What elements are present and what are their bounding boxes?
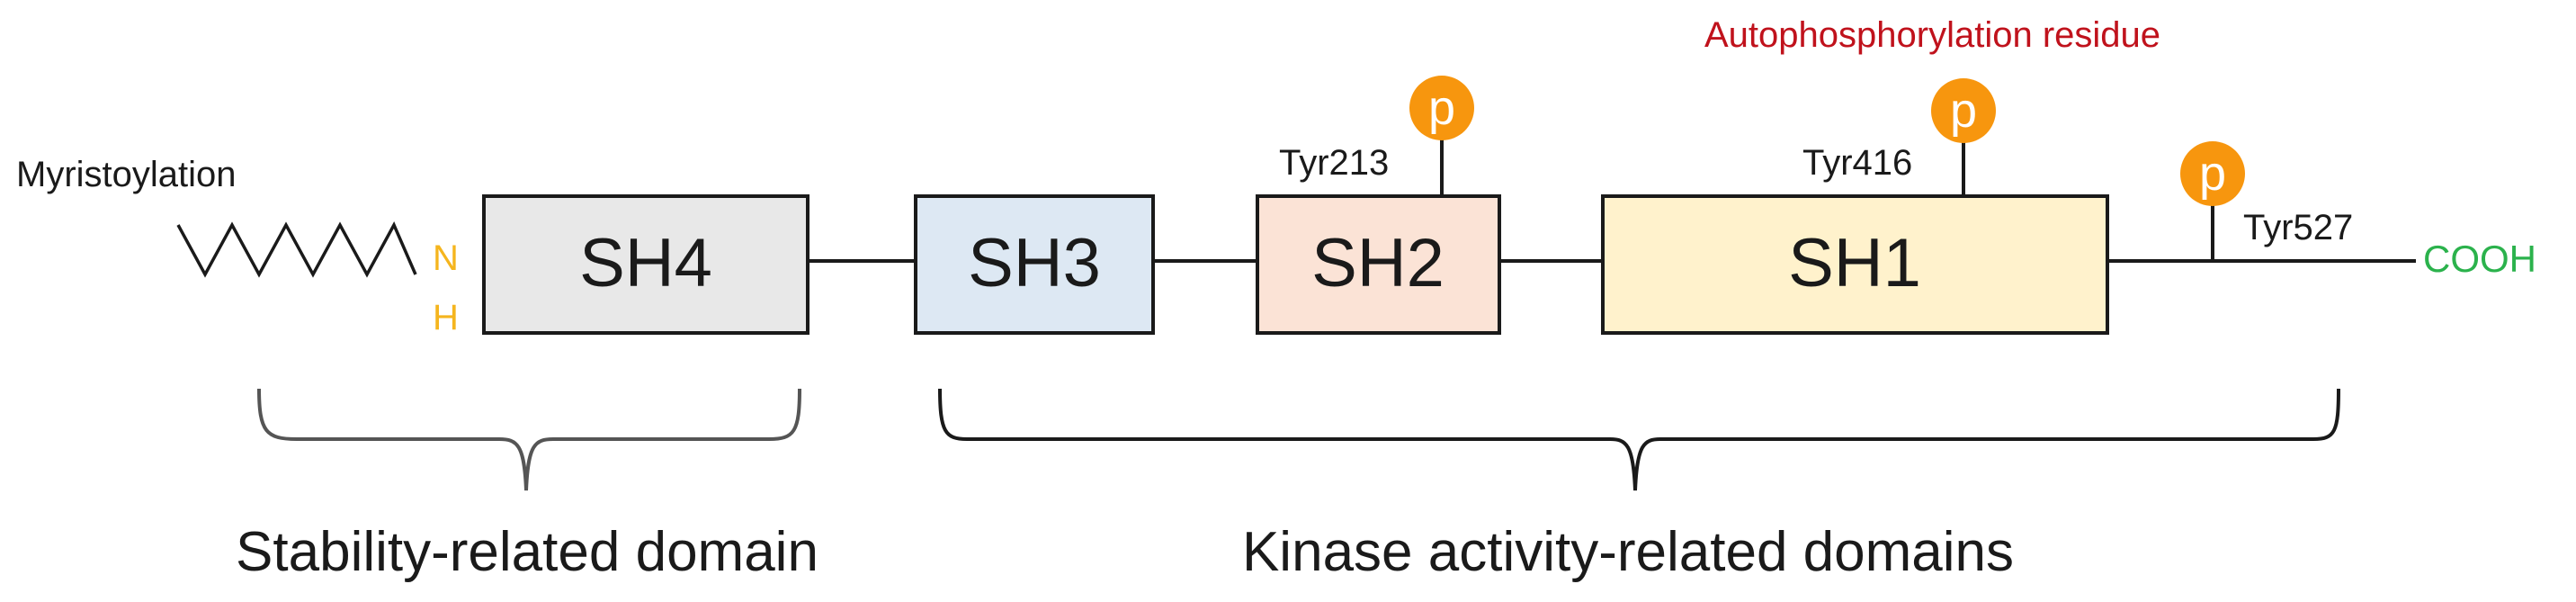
autophosphorylation-label: Autophosphorylation residue xyxy=(1704,15,2160,55)
phospho-symbol-tyr213: p xyxy=(1428,81,1455,135)
phospho-icon-tyr213 xyxy=(1409,76,1474,140)
n-terminus-h: H xyxy=(433,298,459,337)
n-terminus-n: N xyxy=(433,238,459,278)
phospho-icon-tyr416 xyxy=(1931,78,1996,143)
sh3-domain-label: SH3 xyxy=(968,225,1101,301)
sh1-domain-label: SH1 xyxy=(1788,225,1921,301)
myristoylation-label: Myristoylation xyxy=(16,155,237,194)
sh3-domain-box xyxy=(914,194,1155,335)
phospho-symbol-tyr527: p xyxy=(2199,147,2226,201)
myristoyl-chain xyxy=(176,221,417,278)
kinase-brace xyxy=(938,388,2340,491)
tyr416-label: Tyr416 xyxy=(1802,143,1912,183)
tyr213-label: Tyr213 xyxy=(1279,143,1389,183)
stability-brace xyxy=(257,388,801,491)
sh4-domain-label: SH4 xyxy=(579,225,712,301)
c-terminus-label: COOH xyxy=(2423,238,2536,280)
sh1-domain-box xyxy=(1601,194,2109,335)
phospho-symbol-tyr416: p xyxy=(1950,84,1977,138)
tyr527-label: Tyr527 xyxy=(2243,208,2353,247)
sh2-domain-box xyxy=(1256,194,1501,335)
sh4-domain-box xyxy=(482,194,809,335)
stability-domain-label: Stability-related domain xyxy=(236,521,818,583)
sh2-domain-label: SH2 xyxy=(1311,225,1445,301)
phospho-icon-tyr527 xyxy=(2180,141,2245,206)
kinase-domain-label: Kinase activity-related domains xyxy=(1242,521,2014,583)
